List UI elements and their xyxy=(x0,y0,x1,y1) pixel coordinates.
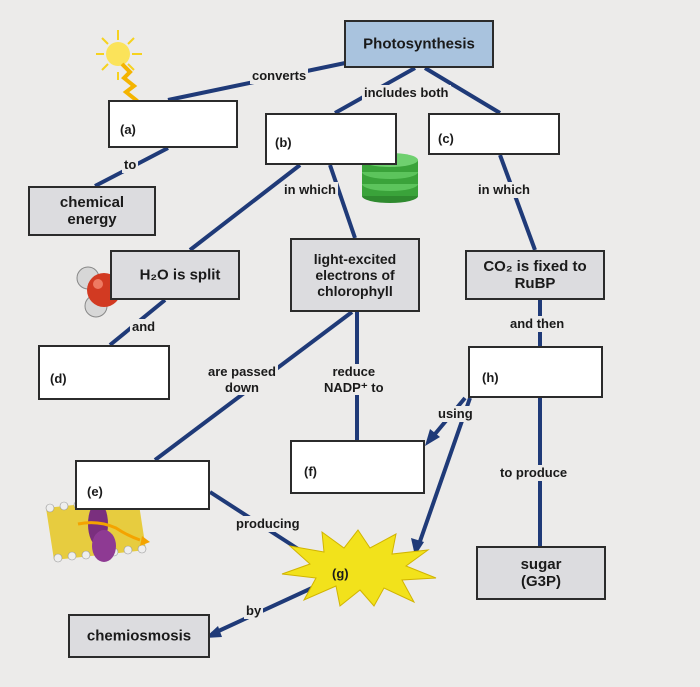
blank-label-f: (f) xyxy=(304,464,317,479)
line-c-to-co2 xyxy=(498,154,537,251)
h2o-split-box: H₂O is split xyxy=(110,250,240,300)
chemiosmosis-box: chemiosmosis xyxy=(68,614,210,658)
blank-box-h[interactable]: (h) xyxy=(468,346,603,398)
photosynthesis-title: Photosynthesis xyxy=(363,35,475,53)
link-to-produce: to produce xyxy=(498,465,570,481)
link-to: to xyxy=(122,157,139,173)
line-b-to-h2o xyxy=(188,163,302,252)
link-includes-both: includes both xyxy=(362,85,451,101)
co2-fixed-box: CO₂ is fixed to RuBP xyxy=(465,250,605,300)
line-b-to-electrons xyxy=(328,164,357,239)
line-includes-right xyxy=(423,66,502,115)
blank-label-b: (b) xyxy=(275,135,292,150)
photosynthesis-box: Photosynthesis xyxy=(344,20,494,68)
link-producing: producing xyxy=(234,516,302,532)
light-excited-box: light-excited electrons of chlorophyll xyxy=(290,238,420,312)
blank-box-b[interactable]: (b) xyxy=(265,113,397,165)
blank-label-e: (e) xyxy=(87,484,103,499)
line-h-to-g xyxy=(416,397,472,548)
chemiosmosis-text: chemiosmosis xyxy=(86,627,192,645)
co2-fixed-text: CO₂ is fixed to RuBP xyxy=(483,257,587,292)
link-reduce-nadp: reduce NADP⁺ to xyxy=(322,364,386,396)
blank-label-a: (a) xyxy=(120,122,136,137)
membrane-protein-icon xyxy=(45,494,150,563)
blank-label-h: (h) xyxy=(482,370,499,385)
h2o-split-text: H₂O is split xyxy=(139,266,221,284)
sugar-box: sugar (G3P) xyxy=(476,546,606,600)
link-using: using xyxy=(436,406,475,422)
link-converts: converts xyxy=(250,68,309,84)
link-and: and xyxy=(130,319,158,335)
link-by: by xyxy=(244,603,264,619)
blank-box-e[interactable]: (e) xyxy=(75,460,210,510)
sugar-text: sugar (G3P) xyxy=(520,555,562,590)
energy-burst-icon xyxy=(281,529,437,607)
blank-box-d[interactable]: (d) xyxy=(38,345,170,400)
chemical-energy-text: chemical energy xyxy=(59,193,125,228)
arrowhead-to-f xyxy=(425,429,440,446)
light-excited-text: light-excited electrons of chlorophyll xyxy=(313,250,397,300)
blank-box-f[interactable]: (f) xyxy=(290,440,425,494)
thylakoid-stack-icon xyxy=(362,153,418,203)
blank-label-d: (d) xyxy=(50,371,67,386)
link-and-then: and then xyxy=(508,316,567,332)
chemical-energy-box: chemical energy xyxy=(28,186,156,236)
blank-box-c[interactable]: (c) xyxy=(428,113,560,155)
link-are-passed-down: are passed down xyxy=(206,364,278,396)
link-in-which-b: in which xyxy=(282,182,338,198)
blank-label-c: (c) xyxy=(438,131,454,146)
blank-box-a[interactable]: (a) xyxy=(108,100,238,148)
link-in-which-c: in which xyxy=(476,182,532,198)
blank-label-g[interactable]: (g) xyxy=(332,566,349,581)
